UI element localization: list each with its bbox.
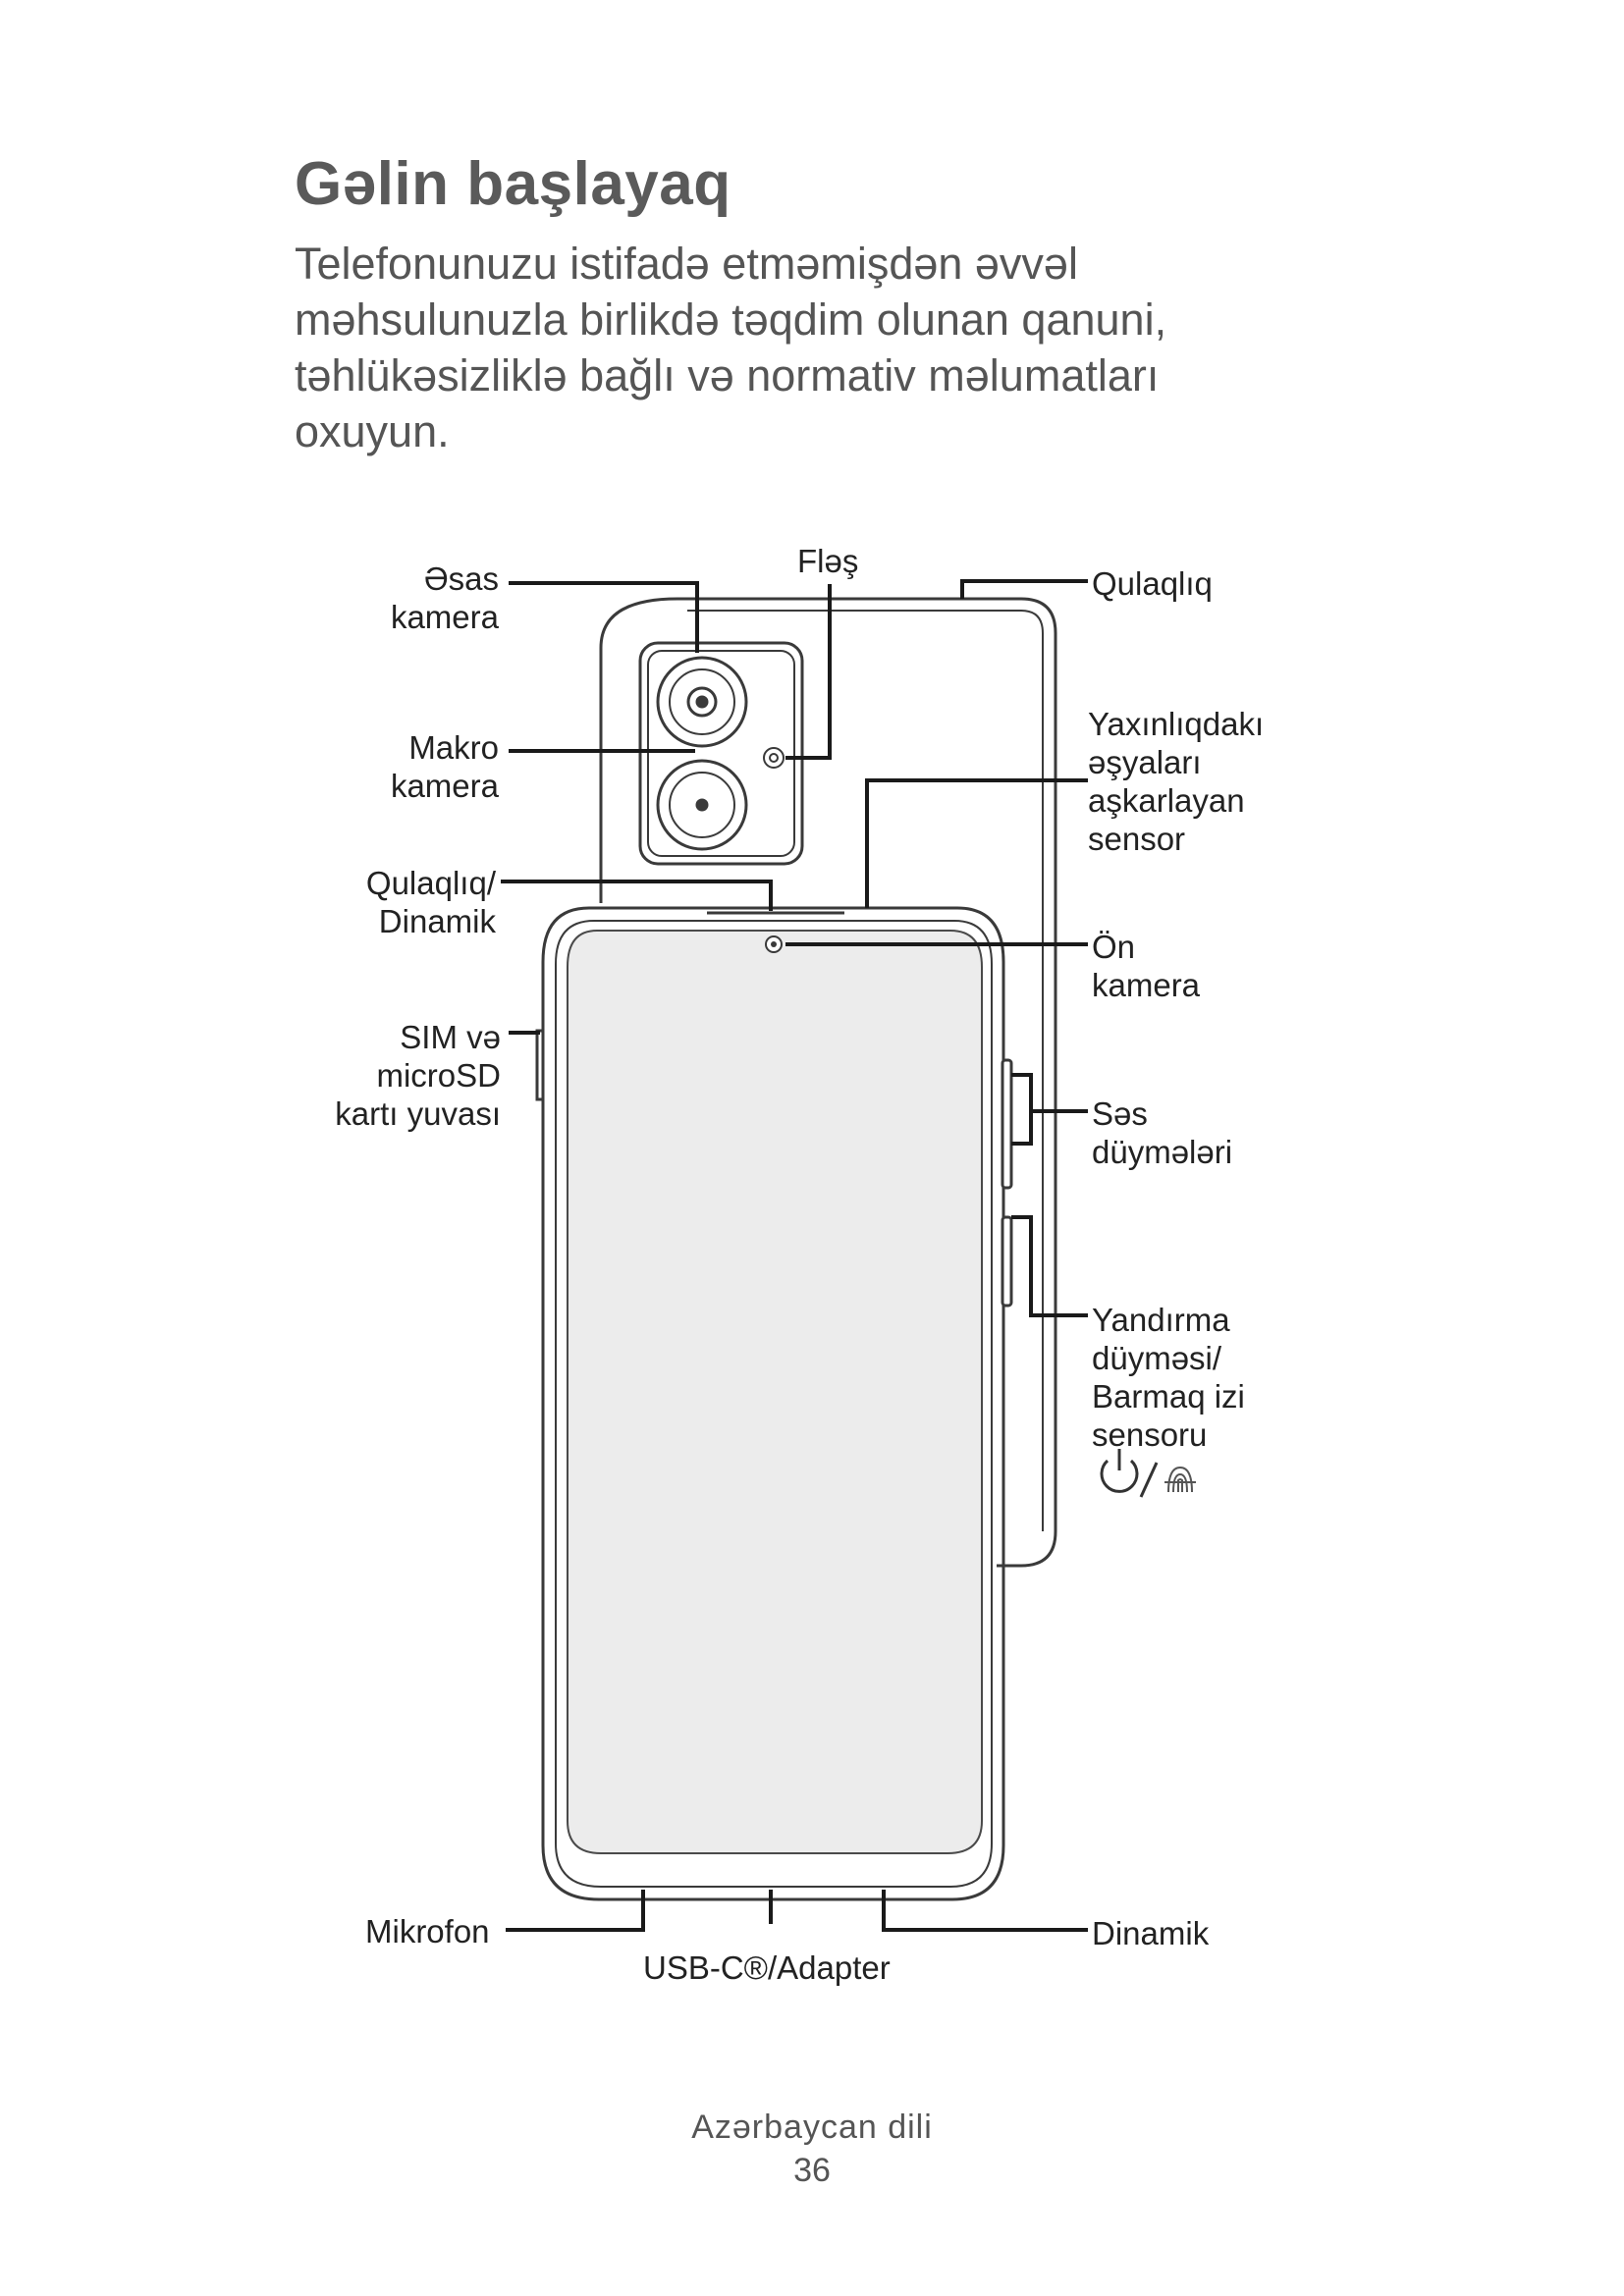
label-earpiece-speaker: Qulaqlıq/ Dinamik: [365, 865, 496, 939]
leader-volume: [1011, 1073, 1088, 1146]
screen: [567, 930, 983, 1854]
leader-earpiece-speaker: [501, 880, 773, 911]
power-icon: [1100, 1449, 1139, 1493]
label-power-button: Yandırma düyməsi/ Barmaq izi sensoru: [1092, 1302, 1245, 1453]
label-proximity-sensor: Yaxınlıqdakı əşyaları aşkarlayan sensor: [1088, 706, 1265, 857]
label-microphone: Mikrofon: [365, 1913, 490, 1949]
fingerprint-icon: [1164, 1466, 1196, 1493]
label-main-camera: Əsas kamera: [390, 561, 499, 635]
label-usb-c: USB-C®/Adapter: [643, 1949, 891, 1986]
label-front-camera: Ön kamera: [1092, 929, 1201, 1003]
main-camera-lens: [656, 656, 748, 748]
label-sim-slot: SIM və microSD kartı yuvası: [335, 1019, 501, 1132]
power-button-shape: [1001, 1215, 1013, 1308]
leader-power: [1011, 1215, 1088, 1317]
leader-flash: [785, 584, 832, 760]
leader-proximity: [865, 778, 1088, 908]
leader-microphone: [506, 1890, 645, 1932]
footer-language: Azərbaycan dili: [691, 2109, 933, 2146]
sim-slot-shape: [535, 1029, 545, 1101]
intro-paragraph: Telefonunuzu istifadə etməmişdən əvvəl m…: [295, 239, 1167, 456]
page-number: 36: [793, 2152, 831, 2189]
label-flash: Fləş: [797, 543, 859, 579]
macro-camera-lens: [656, 759, 748, 851]
page-title: Gəlin başlayaq: [295, 150, 731, 218]
flash-icon: [763, 747, 785, 769]
label-volume-buttons: Səs düymələri: [1092, 1095, 1233, 1170]
label-speaker: Dinamik: [1092, 1915, 1210, 1951]
label-macro-camera: Makro kamera: [390, 729, 499, 804]
leader-main-camera: [509, 581, 699, 653]
phone-back-outline: [677, 597, 1057, 1568]
phone-front-outline: [541, 906, 1005, 1901]
volume-button-shape: [1001, 1058, 1013, 1190]
leader-earpiece-top: [960, 579, 1088, 599]
label-earpiece-top: Qulaqlıq: [1092, 565, 1213, 602]
camera-module: [638, 641, 804, 866]
leader-speaker: [882, 1890, 1088, 1932]
